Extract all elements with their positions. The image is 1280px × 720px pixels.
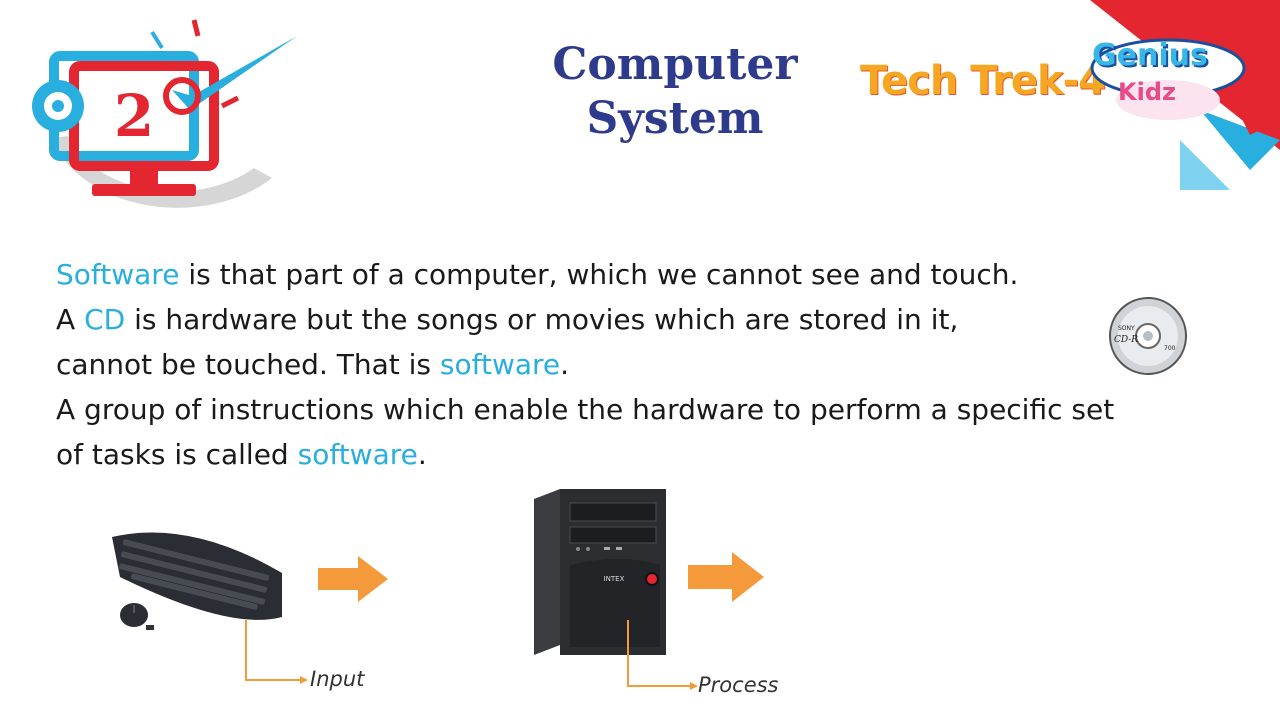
term-software: Software: [56, 258, 180, 291]
chapter-monitor-icon: 2: [32, 19, 297, 208]
cpu-tower-icon: INTEX: [534, 489, 666, 655]
cd-disc-icon: SONY CD-R 700: [1109, 297, 1187, 375]
cd-label: CD-R: [1114, 335, 1138, 345]
title-line-2: System: [586, 93, 764, 144]
text-line-5: of tasks is called software.: [56, 438, 427, 471]
text-line-1: Software is that part of a computer, whi…: [56, 258, 1019, 291]
cd-capacity: 700: [1164, 345, 1176, 352]
term-cd: CD: [84, 303, 126, 336]
cpu-brand: INTEX: [604, 575, 625, 583]
publisher-name-bottom: Kidz: [1118, 78, 1176, 106]
publisher-name-top: Genius: [1092, 38, 1208, 73]
text-line-3: cannot be touched. That is software.: [56, 348, 570, 381]
publisher-logo: [1090, 38, 1246, 120]
cd-brand: SONY: [1118, 325, 1135, 332]
page-title: Computer System: [540, 38, 810, 146]
term-software: software: [439, 348, 561, 381]
keyboard-mouse-icon: [112, 532, 282, 630]
input-callout-line: [245, 620, 308, 684]
text-line-4: A group of instructions which enable the…: [56, 393, 1115, 426]
arrow-right-icon: [318, 556, 388, 602]
process-label: Process: [698, 673, 779, 697]
brand-name: Tech Trek-4: [860, 58, 1106, 104]
body-text: Software is that part of a computer, whi…: [56, 252, 1236, 477]
input-label: Input: [310, 667, 365, 691]
chapter-number: 2: [114, 82, 154, 150]
title-line-1: Computer: [552, 39, 798, 90]
term-software: software: [297, 438, 418, 471]
arrow-right-icon: [688, 552, 764, 602]
text-line-2: A CD is hardware but the songs or movies…: [56, 303, 959, 336]
process-callout-line: [627, 620, 698, 690]
